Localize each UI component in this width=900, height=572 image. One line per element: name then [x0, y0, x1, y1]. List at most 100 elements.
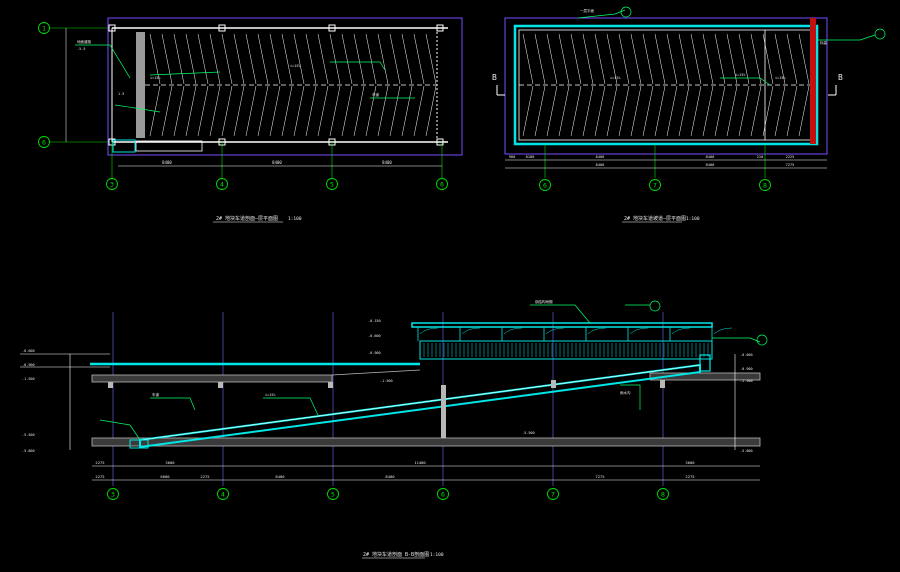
ramp-hatch-line	[293, 33, 305, 85]
ramp-hatch-line	[221, 85, 233, 137]
section-beam-6	[660, 380, 665, 388]
section-axis-3-bubble	[107, 488, 119, 500]
section-canopy-louvers	[423, 343, 709, 357]
ramp-hatch-line	[774, 85, 786, 137]
ramp-hatch-line	[401, 85, 413, 137]
ramp-hatch-line	[642, 85, 654, 137]
ramp-hatch-line	[233, 33, 245, 85]
ramp-hatch-line	[534, 85, 546, 137]
left-plan-note-6: 1.5	[118, 92, 124, 96]
right-plan-axis-8-bubble	[759, 179, 771, 191]
ramp-hatch-line	[269, 85, 281, 137]
section-dim-top-3: 3600	[685, 460, 695, 465]
ramp-hatch-line	[690, 85, 702, 137]
section-canopy-roof	[411, 322, 713, 328]
right-plan-red-wall	[810, 18, 816, 144]
section-beam-1	[108, 382, 113, 388]
section-note-mid: -1.500	[380, 379, 393, 383]
ramp-hatch-line	[209, 85, 221, 137]
ramp-hatch-line	[413, 85, 425, 137]
ramp-hatch-line	[798, 85, 810, 137]
ramp-hatch-line	[738, 33, 750, 85]
section-canopy-end-wall	[699, 354, 711, 372]
right-plan-detail-callout-right	[874, 28, 886, 40]
section-beam-3	[328, 382, 333, 388]
ramp-hatch-line	[365, 33, 377, 85]
section-level-canopy-3: -0.900	[368, 351, 381, 355]
ramp-hatch-line	[389, 85, 401, 137]
section-leader-right	[712, 337, 761, 343]
section-level-3: -1.500	[22, 377, 35, 381]
left-plan-axis-6-label: 6	[440, 181, 444, 189]
ramp-hatch-line	[161, 85, 173, 137]
section-dim-bottom-4: 8400	[385, 474, 395, 479]
section-leader-ramp	[263, 397, 319, 416]
column-square	[436, 24, 444, 32]
right-plan-axis-8-label: 8	[763, 182, 767, 190]
right-plan-dim1-0: 900	[509, 155, 516, 159]
ramp-hatch-line	[786, 33, 798, 85]
right-plan-axis-7-bubble	[649, 179, 661, 191]
ramp-hatch-line	[750, 85, 762, 137]
ramp-hatch-line	[798, 33, 810, 85]
left-plan-axis-h-6-bubble	[38, 136, 50, 148]
section-dim-bottom-2: 2275	[200, 474, 209, 479]
section-right-callout	[756, 334, 768, 346]
section-annotations: -0.600-0.900-1.500-5.500-5.800-0.150-0.6…	[22, 299, 753, 453]
column-square	[328, 24, 336, 32]
section-leader-right-notes	[620, 384, 641, 410]
ramp-hatch-line	[209, 33, 221, 85]
left-plan-title: 2# 地块车道剖面—层平面图	[216, 215, 278, 222]
ramp-hatch-line	[329, 33, 341, 85]
ramp-hatch-line	[678, 85, 690, 137]
right-plan-leader-right	[817, 34, 876, 41]
ramp-hatch-line	[714, 85, 726, 137]
section-level-canopy-1: -0.150	[368, 319, 381, 323]
left-plan-axis-h-6-label: 6	[42, 139, 46, 147]
ramp-hatch-line	[666, 85, 678, 137]
ramp-hatch-line	[654, 85, 666, 137]
ramp-hatch-line	[594, 33, 606, 85]
ramp-hatch-line	[413, 33, 425, 85]
left-plan-leader-3	[330, 61, 386, 71]
left-plan-axis-6-bubble	[436, 178, 448, 190]
section-dim-top-1: 3600	[165, 460, 175, 465]
right-plan-dim1-2: 8400	[596, 155, 605, 159]
section-axis-8-label: 8	[661, 491, 665, 499]
section-dim-bottom-3: 8400	[275, 474, 285, 479]
ramp-hatch-line	[245, 85, 257, 137]
ramp-hatch-line	[257, 85, 269, 137]
ramp-hatch-line	[702, 85, 714, 137]
section-mark-right-label: B	[838, 73, 843, 82]
ramp-hatch-line	[353, 85, 365, 137]
ramp-hatch-line	[522, 85, 534, 137]
section-canopy-bays	[417, 327, 733, 341]
section-canopy-callout	[649, 300, 661, 312]
right-plan-dim1-4: 210	[757, 155, 764, 159]
ramp-hatch-line	[377, 85, 389, 137]
ramp-hatch-line	[774, 33, 786, 85]
section-axis-3-label: 3	[111, 491, 115, 499]
ramp-hatch-line	[281, 85, 293, 137]
left-plan-dim-1: 8400	[272, 160, 282, 165]
section-level-right-4: -5.800	[740, 449, 753, 453]
section-note-right: 雨水沟	[620, 390, 631, 395]
section-scale: 1:100	[430, 552, 444, 558]
section-beam-2	[218, 382, 223, 388]
section-column-4	[441, 385, 446, 438]
left-plan-leader-2	[149, 71, 221, 76]
left-plan-axis-5-label: 5	[330, 181, 334, 189]
ramp-hatch-line	[389, 33, 401, 85]
ramp-hatch-line	[678, 33, 690, 85]
ramp-hatch-line	[570, 33, 582, 85]
right-plan-dim2-1: 8400	[706, 163, 715, 167]
right-plan-ramp-hatch	[522, 33, 810, 137]
section-dim-top-2: 11480	[414, 460, 426, 465]
left-plan-axis-3-bubble	[106, 178, 118, 190]
left-plan-dim-2: 8400	[382, 160, 392, 165]
ramp-hatch-line	[221, 33, 233, 85]
left-plan-note-5: 车道	[372, 92, 380, 97]
ramp-hatch-line	[257, 33, 269, 85]
left-plan-leader-5	[114, 104, 161, 113]
